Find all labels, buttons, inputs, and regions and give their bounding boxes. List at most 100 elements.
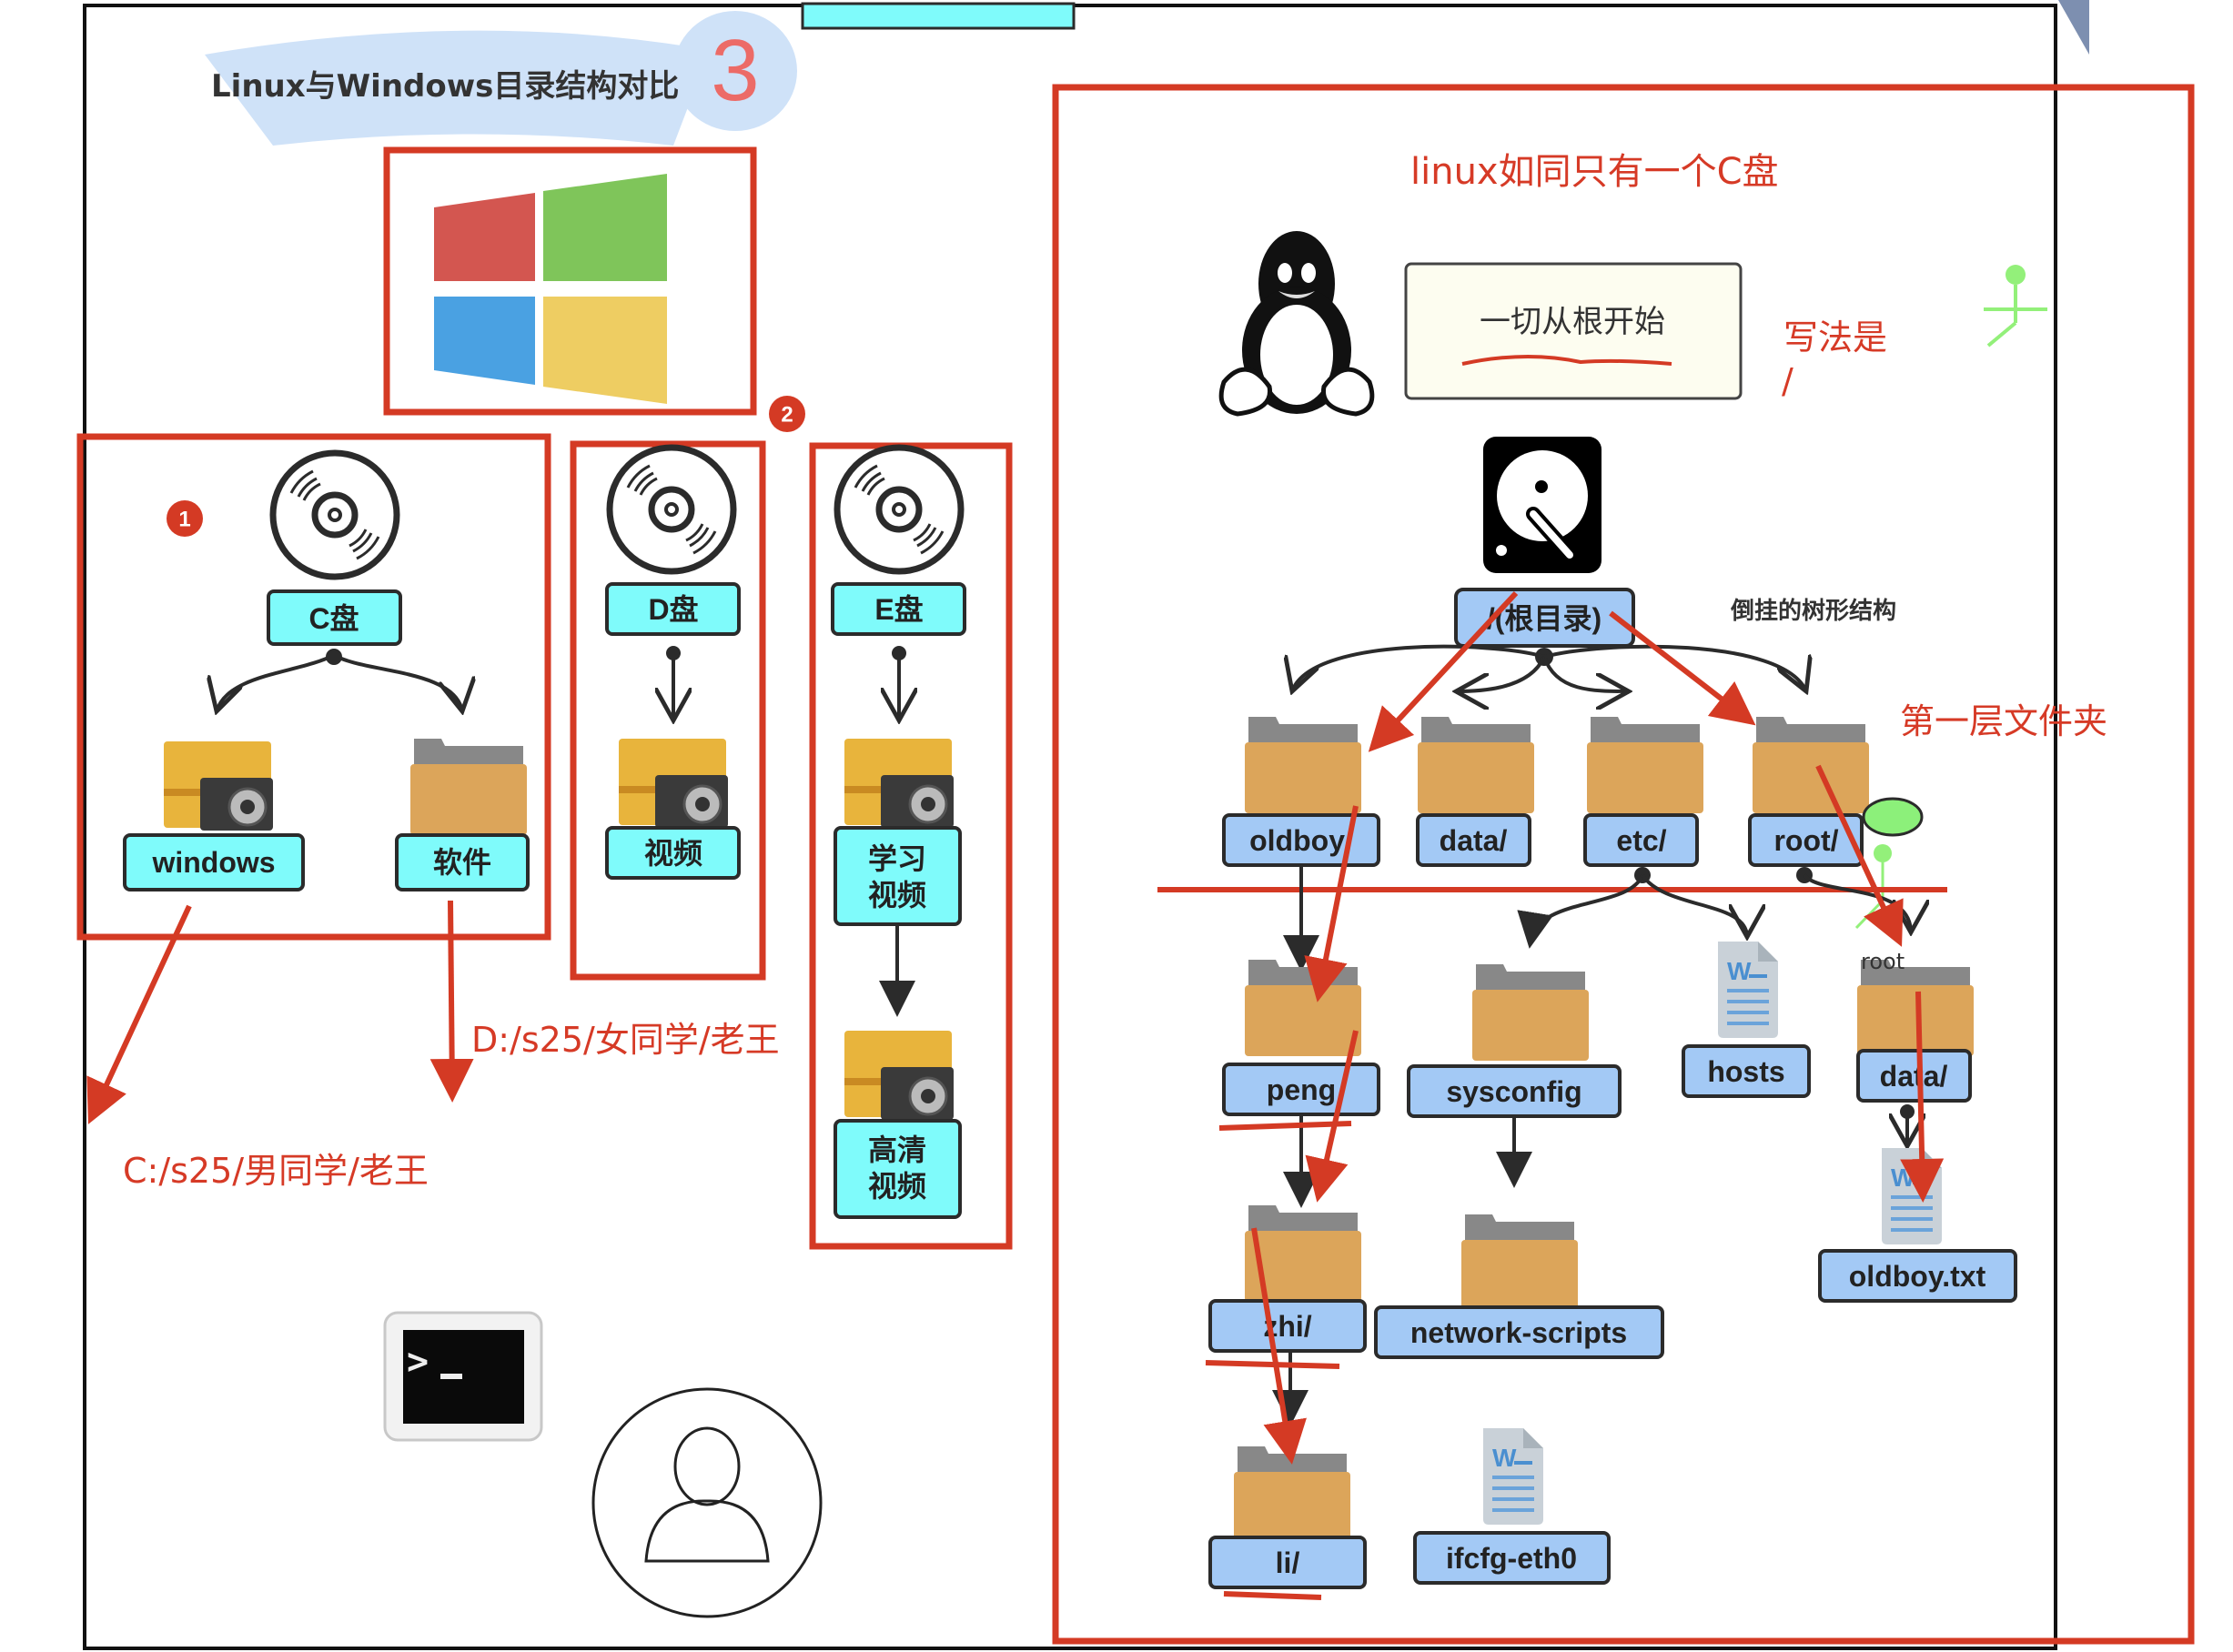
- root-directory-node[interactable]: /(根目录): [1454, 588, 1635, 648]
- root-to-roothome-red-arrow: [1609, 610, 1756, 726]
- d-drive-group: [570, 440, 766, 981]
- study-video-node[interactable]: 学习 视频: [834, 826, 962, 926]
- windows-logo-icon: [434, 174, 667, 404]
- sysconfig-node[interactable]: sysconfig: [1407, 1064, 1622, 1118]
- c-to-windows-arrow: [217, 653, 335, 711]
- tree-caption: 倒挂的树形结构: [1730, 597, 1896, 625]
- windows-folder-node[interactable]: windows: [123, 833, 305, 891]
- svg-text:视频: 视频: [868, 1170, 926, 1203]
- hd-video-folder-icon: [843, 1029, 955, 1122]
- notation-value: /: [1782, 361, 1793, 401]
- c-connector-dot: [326, 649, 342, 665]
- oldboy-to-peng-red-arrow: [1304, 805, 1359, 1002]
- svg-text:li/: li/: [1276, 1546, 1300, 1579]
- svg-text:一切从根开始: 一切从根开始: [1480, 304, 1665, 340]
- etc-node[interactable]: etc/: [1583, 813, 1699, 867]
- svg-text:hosts: hosts: [1707, 1055, 1784, 1088]
- svg-text:高清: 高清: [868, 1133, 926, 1166]
- svg-text:windows: windows: [151, 846, 275, 879]
- slogan-box: 一切从根开始: [1404, 262, 1743, 400]
- peng-folder-icon: [1245, 960, 1361, 1056]
- software-folder-node[interactable]: 软件: [395, 833, 530, 891]
- etc-to-hosts-branch: [1641, 873, 1747, 937]
- windows-folder-icon: [162, 740, 275, 832]
- slogan-underline: [1461, 355, 1672, 366]
- data-node[interactable]: data/: [1416, 813, 1531, 867]
- e-drive-node[interactable]: E盘: [831, 582, 966, 636]
- step-number: 3: [711, 22, 759, 119]
- svg-text:C盘: C盘: [308, 602, 359, 635]
- root-to-oldboy-branch: [1292, 644, 1545, 691]
- svg-text:root/: root/: [1773, 824, 1838, 857]
- root-to-root-branch: [1543, 644, 1806, 691]
- peng-underline: [1218, 1121, 1352, 1131]
- root-folder-tag: root: [1861, 949, 1905, 974]
- svg-text:学习: 学习: [868, 842, 926, 875]
- svg-text:ifcfg-eth0: ifcfg-eth0: [1446, 1542, 1577, 1575]
- software-folder-icon: [410, 739, 527, 835]
- c-to-software-arrow: [332, 653, 462, 711]
- c-drive-node[interactable]: C盘: [267, 589, 402, 646]
- li-underline: [1223, 1591, 1322, 1600]
- hd-video-node[interactable]: 高清 视频: [834, 1119, 962, 1219]
- title-banner: Linux与Windows目录结构对比 3: [205, 11, 797, 146]
- first-level-caption: 第一层文件夹: [1900, 701, 2107, 741]
- oldboy-node[interactable]: oldboy/: [1222, 813, 1380, 867]
- svg-text:data/: data/: [1880, 1060, 1948, 1093]
- top-cyan-node[interactable]: [801, 2, 1076, 30]
- ifcfg-eth0-node[interactable]: ifcfg-eth0: [1413, 1531, 1611, 1585]
- peng-node[interactable]: peng: [1222, 1063, 1380, 1116]
- notation-label: 写法是: [1783, 317, 1887, 358]
- svg-text:sysconfig: sysconfig: [1446, 1075, 1581, 1108]
- li-folder-icon: [1234, 1446, 1350, 1543]
- roothome-to-data-red-arrow: [1815, 764, 1904, 947]
- hosts-node[interactable]: hosts: [1682, 1044, 1811, 1098]
- svg-text:E盘: E盘: [874, 593, 923, 626]
- green-oval-shape: [1862, 797, 1924, 837]
- study-video-folder-icon: [843, 737, 955, 830]
- video-folder-node[interactable]: 视频: [605, 826, 741, 880]
- tux-penguin-icon: [1218, 231, 1375, 417]
- etc-folder-icon: [1587, 717, 1703, 813]
- zhi-node[interactable]: zhi/: [1208, 1299, 1367, 1353]
- svg-text:oldboy.txt: oldboy.txt: [1849, 1260, 1986, 1293]
- svg-text:data/: data/: [1440, 824, 1508, 857]
- root-to-data-branch-2: [1803, 873, 1911, 932]
- etc-to-sysconfig-branch: [1517, 874, 1644, 949]
- svg-text:1: 1: [178, 508, 190, 532]
- ifcfg-eth0-file-icon: [1483, 1428, 1543, 1525]
- oldboy-txt-node[interactable]: oldboy.txt: [1818, 1249, 2017, 1303]
- green-stick-figure-icon: [1984, 265, 2047, 348]
- svg-text:视频: 视频: [644, 837, 702, 870]
- d-path-arrow: [429, 900, 474, 1103]
- root-home-node[interactable]: root/: [1748, 813, 1864, 867]
- peng-to-zhi-red-arrow: [1305, 1030, 1359, 1203]
- li-node[interactable]: li/: [1208, 1536, 1367, 1589]
- svg-text:视频: 视频: [868, 879, 926, 912]
- sysconfig-folder-icon: [1472, 964, 1589, 1061]
- data-to-oldboytxt-red-arrow: [1900, 991, 1945, 1203]
- network-scripts-node[interactable]: network-scripts: [1374, 1305, 1664, 1359]
- root-to-oldboy-red-arrow: [1368, 590, 1519, 752]
- svg-text:2: 2: [781, 403, 793, 428]
- user-avatar-icon[interactable]: [591, 1387, 823, 1618]
- d-drive-disc-icon: [610, 448, 733, 571]
- root-data-node[interactable]: data/: [1856, 1049, 1972, 1103]
- d-drive-node[interactable]: D盘: [605, 582, 741, 636]
- e-drive-disc-icon: [837, 448, 961, 571]
- svg-text:D盘: D盘: [648, 593, 698, 626]
- svg-text:oldboy/: oldboy/: [1249, 824, 1353, 857]
- c-path-note: C:/s25/男同学/老王: [123, 1151, 429, 1191]
- oldboy-folder-icon: [1245, 717, 1361, 813]
- c-path-arrow: [86, 904, 192, 1124]
- corner-tab: [2058, 0, 2089, 55]
- d-path-note: D:/s25/女同学/老王: [471, 1020, 780, 1060]
- badge-2: 2: [769, 396, 805, 432]
- page-title: Linux与Windows目录结构对比: [211, 68, 679, 105]
- zhi-to-li-red-arrow: [1251, 1227, 1307, 1465]
- svg-text:peng: peng: [1267, 1073, 1336, 1106]
- c-drive-disc-icon: [273, 453, 397, 577]
- terminal-icon[interactable]: >: [383, 1311, 543, 1442]
- network-scripts-folder-icon: [1461, 1214, 1578, 1311]
